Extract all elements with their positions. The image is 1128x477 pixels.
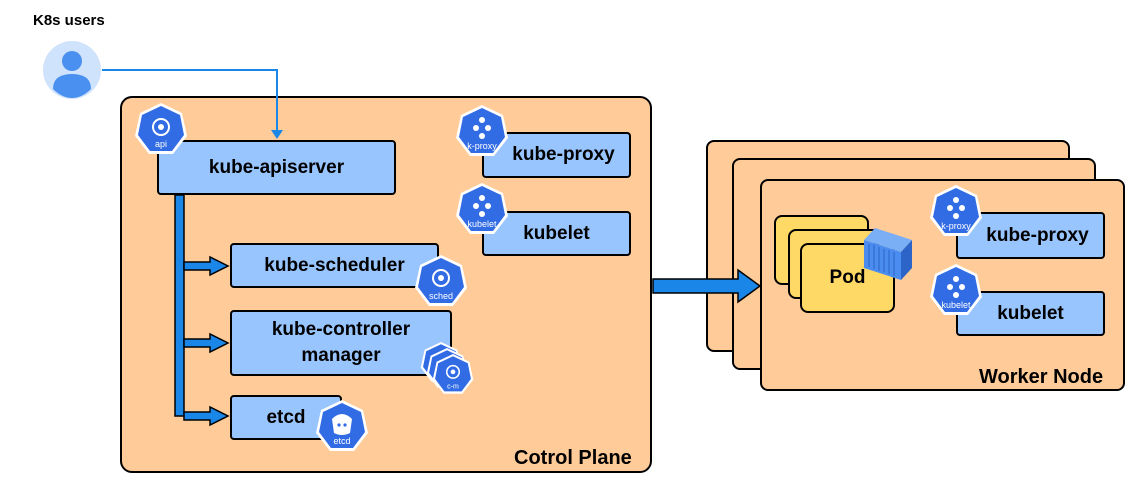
svg-text:k-proxy: k-proxy xyxy=(941,221,971,231)
apiserver-trunk-connector xyxy=(174,194,185,417)
user-avatar-icon xyxy=(42,40,102,100)
worker-kube-proxy-box: kube-proxy xyxy=(956,212,1105,259)
svg-text:api: api xyxy=(155,139,167,149)
control-plane-kube-proxy-box: kube-proxy xyxy=(482,132,631,178)
users-label: K8s users xyxy=(33,12,105,29)
arrow-to-controller-manager xyxy=(183,332,230,354)
etcd-icon: etcd xyxy=(316,400,368,451)
kube-controller-manager-box: kube-controller manager xyxy=(230,310,452,376)
control-plane-label: Cotrol Plane xyxy=(514,447,632,469)
svg-text:c-m: c-m xyxy=(447,383,459,390)
arrow-to-scheduler xyxy=(183,255,230,277)
control-plane-kubelet-box: kubelet xyxy=(482,211,631,256)
api-icon: api xyxy=(135,103,187,154)
pod-box: Pod xyxy=(800,243,895,313)
user-to-apiserver-arrow xyxy=(102,69,283,139)
svg-text:k-proxy: k-proxy xyxy=(467,141,497,151)
kube-apiserver-box: kube-apiserver xyxy=(157,140,396,195)
kube-proxy-icon: k-proxy xyxy=(456,105,508,156)
worker-kubelet-box: kubelet xyxy=(956,291,1105,336)
arrow-to-etcd xyxy=(183,405,230,427)
control-plane-to-worker-arrow xyxy=(652,268,762,304)
kube-scheduler-box: kube-scheduler xyxy=(230,243,439,288)
svg-text:kubelet: kubelet xyxy=(467,219,497,229)
kubelet-icon: kubelet xyxy=(456,183,508,234)
controller-manager-icon: c-m xyxy=(420,341,474,394)
pod-label: Pod xyxy=(829,267,866,288)
worker-node-label: Worker Node xyxy=(979,366,1104,388)
svg-text:kubelet: kubelet xyxy=(941,300,971,310)
svg-text:sched: sched xyxy=(429,291,453,301)
sched-icon: sched xyxy=(415,255,467,306)
worker-kubelet-icon: kubelet xyxy=(930,264,982,315)
worker-kube-proxy-icon: k-proxy xyxy=(930,185,982,236)
container-icon xyxy=(864,228,912,280)
svg-text:etcd: etcd xyxy=(333,436,350,446)
